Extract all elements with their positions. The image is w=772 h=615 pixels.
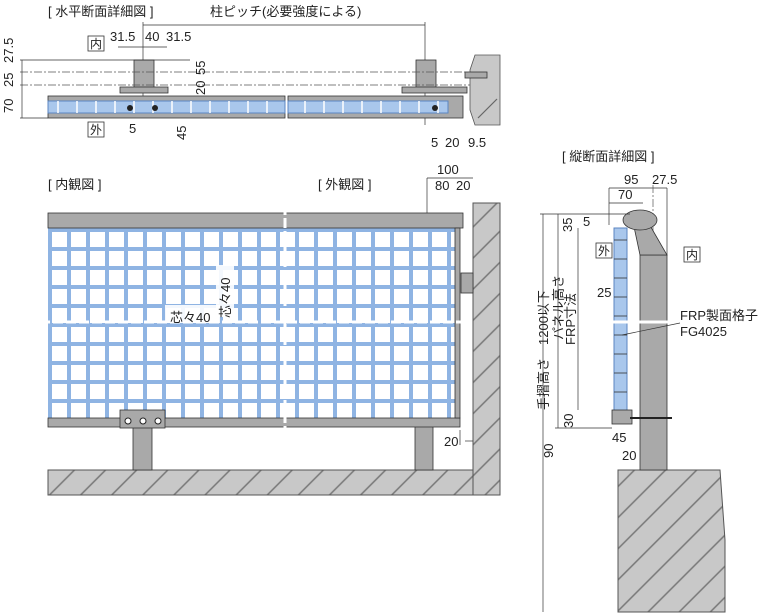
post-section-right <box>415 59 437 89</box>
horizontal-section-title: [ 水平断面詳細図 ] <box>48 4 153 19</box>
dim-27-5: 27.5 <box>1 38 16 63</box>
dim-5: 5 <box>583 214 590 229</box>
dim-80: 80 <box>435 178 449 193</box>
elevation-views: [ 内観図 ] [ 外観図 ] 100 80 20 芯々40 芯々40 20 <box>40 162 501 496</box>
grid-bar-horizontal <box>48 342 458 346</box>
dim-20-end: 20 <box>445 135 459 150</box>
dim-70: 70 <box>618 187 632 202</box>
dim-100: 100 <box>437 162 459 177</box>
dim-5: 5 <box>129 121 136 136</box>
dim-70: 70 <box>1 99 16 113</box>
top-rail <box>47 212 464 229</box>
grid-bar-horizontal <box>48 247 458 251</box>
dim-20: 20 <box>193 81 208 95</box>
dim-45: 45 <box>612 430 626 445</box>
vertical-section: [ 縦断面詳細図 ] 95 27.5 70 35 5 外 内 25 手摺高さ 1… <box>536 149 758 613</box>
dim-25: 25 <box>597 285 611 300</box>
dim-9-5: 9.5 <box>468 135 486 150</box>
outside-label: 外 <box>598 244 610 258</box>
wall-bracket <box>460 272 474 294</box>
grid-pitch-horizontal: 芯々40 <box>170 310 210 325</box>
handrail-height-label: 手摺高さ 1200以下 <box>536 290 551 410</box>
dim-90: 90 <box>541 444 556 458</box>
inside-label: 内 <box>686 248 698 262</box>
grid-bar-horizontal <box>48 304 458 308</box>
base-wall <box>617 469 726 613</box>
dim-31-5-left: 31.5 <box>110 29 135 44</box>
dim-95: 95 <box>624 172 638 187</box>
post-section-left <box>133 59 155 89</box>
material-code: FG4025 <box>680 324 727 339</box>
grid-bar-horizontal <box>48 323 458 327</box>
wall-elevation <box>472 202 501 496</box>
outer-view-title: [ 外観図 ] <box>318 177 371 192</box>
grid-bar-horizontal <box>48 361 458 365</box>
vertical-section-title: [ 縦断面詳細図 ] <box>562 149 654 164</box>
grid-bar-horizontal <box>48 285 458 289</box>
grid-bar-horizontal <box>48 266 458 270</box>
grid-pitch-vertical: 芯々40 <box>218 278 233 318</box>
dim-40: 40 <box>145 29 159 44</box>
frp-panel <box>613 227 628 421</box>
post <box>639 254 668 471</box>
inner-view-title: [ 内観図 ] <box>48 177 101 192</box>
dim-20-bottom: 20 <box>444 434 458 449</box>
grid-bar-horizontal <box>48 380 458 384</box>
panel-height-label: パネル高さ <box>551 275 566 340</box>
dim-20-top: 20 <box>456 178 470 193</box>
inside-label: 内 <box>90 37 102 51</box>
outside-label: 外 <box>90 123 102 137</box>
frp-size-label: FRP寸法 <box>563 293 578 345</box>
dim-31-5-right: 31.5 <box>166 29 191 44</box>
dim-45: 45 <box>174 126 189 140</box>
bottom-rail <box>47 417 461 428</box>
dim-25: 25 <box>1 73 16 87</box>
grid-bar-horizontal <box>48 228 458 232</box>
horizontal-section: [ 水平断面詳細図 ] 柱ピッチ(必要強度による) 内 外 31.5 40 31… <box>1 4 501 150</box>
dim-30: 30 <box>561 414 576 428</box>
material-name: FRP製面格子 <box>680 308 758 323</box>
dim-20: 20 <box>622 448 636 463</box>
dim-27-5: 27.5 <box>652 172 677 187</box>
dim-35: 35 <box>560 218 575 232</box>
dim-5-end: 5 <box>431 135 438 150</box>
post-pitch-label: 柱ピッチ(必要強度による) <box>210 4 361 19</box>
handrail-cap <box>622 209 658 231</box>
wall-section <box>469 54 501 126</box>
ground <box>47 469 474 496</box>
grid-bar-horizontal <box>48 399 458 403</box>
dim-55: 55 <box>193 61 208 75</box>
